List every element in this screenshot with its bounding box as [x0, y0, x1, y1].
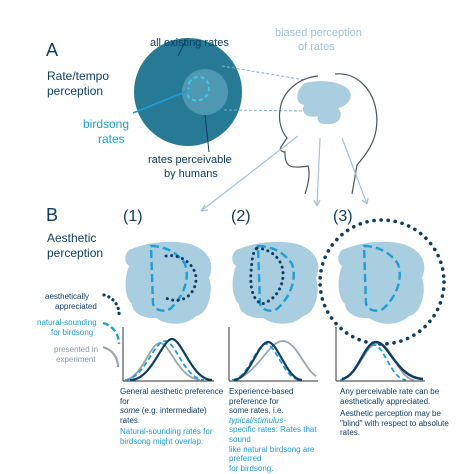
aesthetic-perception-label-line2: perception — [47, 246, 104, 260]
natural-sounding-region-1 — [149, 244, 188, 312]
perceivable-pointer — [204, 114, 210, 153]
column-2-label: (2) — [231, 208, 251, 225]
appreciated-region-1 — [164, 254, 198, 302]
legend-natural-line1: natural-sounding — [37, 318, 97, 327]
caption-1-emphasis: some — [120, 406, 140, 416]
caption-column-3: Any perceivable rate can be aestheticall… — [340, 387, 458, 438]
caption-2-line2: some rates, i.e. — [229, 406, 284, 416]
legend-presented-line2: experiment — [56, 355, 96, 364]
caption-2-line1: Experience-based preference for — [229, 387, 294, 406]
panel-b-letter: B — [46, 205, 59, 225]
legend-appreciated-line1: aesthetically — [45, 292, 90, 301]
appreciated-region-2 — [249, 246, 285, 306]
biased-perception-blob — [297, 81, 351, 125]
perceivable-rates-label-line2: by humans — [164, 168, 218, 180]
all-existing-rates-label: all existing rates — [150, 37, 229, 49]
perceivable-shape-2 — [232, 241, 319, 324]
caption-3-line5: rates. — [340, 428, 361, 438]
column-1-label: (1) — [123, 208, 143, 225]
caption-2-blue-line2: like natural birdsong are preferred — [229, 444, 315, 464]
birdsong-pointer — [132, 89, 191, 114]
caption-1-line1: General aesthetic preference for — [120, 387, 224, 406]
appreciated-region-3 — [318, 218, 446, 346]
natural-sounding-region-3 — [362, 244, 401, 312]
birdsong-rates-label-line1: birdsong — [83, 117, 130, 131]
caption-3-line3: Aesthetic perception may be — [340, 409, 441, 419]
distribution-plot-3 — [335, 327, 425, 382]
natural-sounding-region-2 — [256, 244, 295, 312]
legend-natural-sample — [102, 321, 121, 345]
aesthetic-perception-label-line1: Aesthetic — [47, 231, 97, 245]
column-3-label: (3) — [333, 208, 353, 225]
perceivable-shape-3 — [338, 241, 425, 324]
caption-1-blue-line2: birdsong might overlap. — [120, 436, 204, 446]
rate-perception-label-line2: perception — [47, 84, 104, 98]
projection-line-bottom — [223, 109, 306, 112]
head-outline-icon — [278, 73, 378, 195]
birdsong-rates-region — [186, 75, 210, 102]
caption-3-line4: "blind" with respect to absolute — [340, 418, 449, 428]
distribution-plot-2 — [228, 327, 318, 382]
rate-perception-label-line1: Rate/tempo — [47, 69, 110, 83]
perceivable-rates-circle — [182, 69, 228, 115]
legend-natural-line2: for birdsong — [51, 328, 94, 337]
projection-line-top — [221, 65, 306, 81]
caption-column-1: General aesthetic preference for some (e… — [120, 387, 224, 447]
perceivable-shape-1 — [125, 241, 212, 324]
caption-2-emphasis: typical/stimulus- — [229, 415, 286, 425]
arrows-to-b — [200, 135, 369, 212]
caption-2-blue-line3: for birdsong. — [229, 463, 274, 473]
caption-1-blue-line1: Natural-sounding rates for — [120, 427, 213, 437]
caption-3-line1: Any perceivable rate can be — [340, 387, 440, 396]
caption-column-2: Experience-based preference for some rat… — [229, 387, 333, 473]
perceivable-rates-label-line1: rates perceivable — [148, 154, 232, 166]
distribution-plot-1 — [122, 327, 214, 382]
biased-perception-label-line2: of rates — [298, 41, 335, 53]
birdsong-rates-label-line2: rates — [98, 132, 125, 146]
legend-appreciated-sample — [102, 293, 121, 320]
caption-2-blue-line1: specific rates: Rates that sound — [229, 425, 317, 444]
caption-1-line2: (e.g. intermediate) rates. — [120, 406, 207, 425]
legend-appreciated-line2: appreciated — [55, 302, 97, 311]
panel-a-letter: A — [46, 40, 59, 60]
legend-presented-line1: presented in — [54, 345, 99, 354]
circle-label-pointer — [177, 39, 187, 57]
caption-3-line2: aesthetically appreciated. — [340, 396, 431, 406]
biased-perception-label-line1: biased perception — [275, 27, 362, 39]
legend-presented-sample — [102, 345, 120, 368]
